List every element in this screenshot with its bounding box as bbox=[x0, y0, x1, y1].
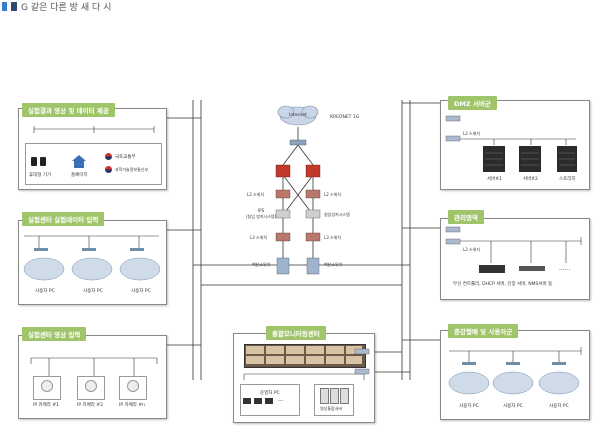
ips-left-label-a: IPS bbox=[258, 208, 265, 213]
pc3-label: 사용자 PC bbox=[131, 289, 151, 294]
user-pc2-label: 사용자 PC bbox=[503, 404, 523, 409]
l3-left-label: L3 스위치 bbox=[250, 235, 268, 240]
cam2-label: IP 카메라 #2 bbox=[77, 403, 103, 408]
panel-experiment-input: 사용자 PC 사용자 PC 사용자 PC bbox=[18, 220, 167, 305]
pc1-label: 사용자 PC bbox=[35, 289, 55, 294]
panel1-inner-box bbox=[25, 143, 162, 185]
camera3-icon bbox=[127, 380, 139, 392]
user-pc3-label: 사용자 PC bbox=[549, 404, 569, 409]
panel5-network bbox=[445, 115, 577, 172]
page-header: G 같은 다른 방 새 다 시 bbox=[2, 0, 112, 13]
panel-dmz: L2 스위치 서버#1 서버#2 스토리지 bbox=[440, 100, 590, 190]
ops-pc2-icon bbox=[254, 398, 262, 404]
ips-right-label: 침입방지시스템 bbox=[324, 212, 350, 217]
ops-pc1-icon bbox=[243, 398, 251, 404]
core-right-label: 백본스위치 bbox=[324, 262, 343, 267]
server3-icon bbox=[340, 388, 349, 404]
mgmt-switch-label: L2 스위치 bbox=[463, 247, 481, 252]
panel-management: L2 스위치 ...... 무선 컨트롤러, DHCP 서버, 인증 서버, N… bbox=[440, 218, 590, 300]
server1-icon bbox=[320, 388, 329, 404]
mgmt-ellipsis: ...... bbox=[559, 265, 571, 272]
mobile-label: 휴대형 기기 bbox=[29, 173, 52, 178]
panel2-title: 실험센터 실험데이터 입력 bbox=[22, 212, 105, 226]
server-label: 영상통합서버 bbox=[320, 406, 343, 411]
video-wall-grid bbox=[243, 346, 365, 380]
srv1-label: 서버#1 bbox=[487, 177, 502, 182]
panel2-network bbox=[23, 235, 161, 281]
panel7-title: 증강형배 및 사용자군 bbox=[448, 324, 519, 338]
video-wall bbox=[244, 344, 366, 368]
header-mark-icon bbox=[2, 1, 7, 11]
ips-left-label-b: (침입 방지시스템) bbox=[246, 214, 277, 219]
dmz-switch-label: L2 스위치 bbox=[463, 131, 481, 136]
cam1-label: IP 카메라 #1 bbox=[33, 403, 59, 408]
camera2-icon bbox=[85, 380, 97, 392]
core-left-label: 백본스위치 bbox=[252, 262, 271, 267]
cam3-label: IP 카메라 #n bbox=[119, 403, 145, 408]
panel7-network bbox=[448, 347, 582, 395]
panel6-network bbox=[445, 226, 582, 273]
home-label: 홈페이지 bbox=[71, 173, 88, 178]
panel6-title: 관리영역 bbox=[448, 210, 484, 224]
panel5-title: DMZ 서버군 bbox=[448, 96, 497, 110]
mobile-phone2-icon bbox=[40, 157, 46, 166]
panel4-title: 통합모니터링센터 bbox=[266, 326, 326, 340]
panel1-lines bbox=[33, 126, 155, 133]
camera1-icon bbox=[41, 380, 53, 392]
fw-right-label: L2 스위치 bbox=[324, 192, 342, 197]
panel-video-input: IP 카메라 #1 IP 카메라 #2 IP 카메라 #n bbox=[18, 335, 167, 419]
panel3-title: 실험센터 영상 입력 bbox=[22, 327, 87, 341]
ops-ellipsis: ... bbox=[278, 396, 284, 403]
header-title: G 같은 다른 방 새 다 시 bbox=[21, 2, 112, 13]
kreonet-label: KREONET 1G bbox=[330, 115, 360, 120]
internet-label: Internet bbox=[289, 113, 307, 118]
panel-users: 사용자 PC 사용자 PC 사용자 PC bbox=[440, 330, 590, 420]
ministry1-emblem-icon bbox=[105, 153, 112, 160]
storage-label: 스토리지 bbox=[559, 177, 576, 182]
user-pc1-label: 사용자 PC bbox=[459, 404, 479, 409]
ministry2-emblem-icon bbox=[105, 166, 112, 173]
ops-pc3-icon bbox=[265, 398, 273, 404]
ministry2-label: 과학기술정보통신부 bbox=[115, 167, 149, 172]
header-mark2-icon bbox=[11, 1, 17, 11]
ministry1-label: 국토교통부 bbox=[115, 155, 136, 160]
srv2-label: 서버#2 bbox=[523, 177, 538, 182]
mobile-phone-icon bbox=[31, 157, 37, 166]
server2-icon bbox=[330, 388, 339, 404]
ops-label: 운영자 PC bbox=[260, 391, 280, 396]
pc2-label: 사용자 PC bbox=[83, 289, 103, 294]
l3-right-label: L3 스위치 bbox=[324, 235, 342, 240]
mgmt-desc: 무선 컨트롤러, DHCP 서버, 인증 서버, NMS서버 등 bbox=[453, 282, 553, 287]
home-icon bbox=[72, 155, 86, 168]
fw-left-label: L2 스위치 bbox=[247, 192, 265, 197]
panel-monitoring-center: 운영자 PC ... 영상통합서버 bbox=[233, 333, 375, 423]
panel-data-service: 휴대형 기기 홈페이지 국토교통부 과학기술정보통신부 bbox=[18, 108, 167, 190]
panel1-title: 실험결과 영상 및 데이터 제공 bbox=[22, 103, 115, 117]
